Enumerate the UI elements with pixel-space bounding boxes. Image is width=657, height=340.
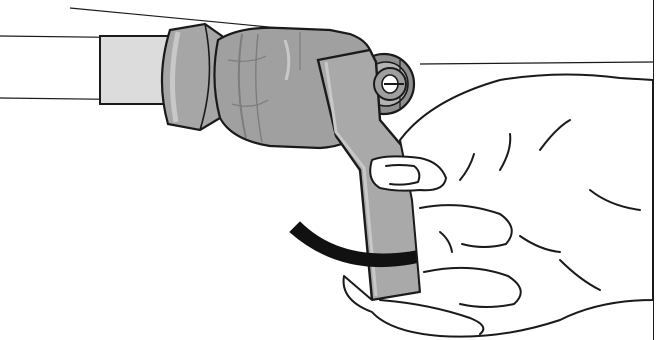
frame-edge	[653, 0, 654, 340]
